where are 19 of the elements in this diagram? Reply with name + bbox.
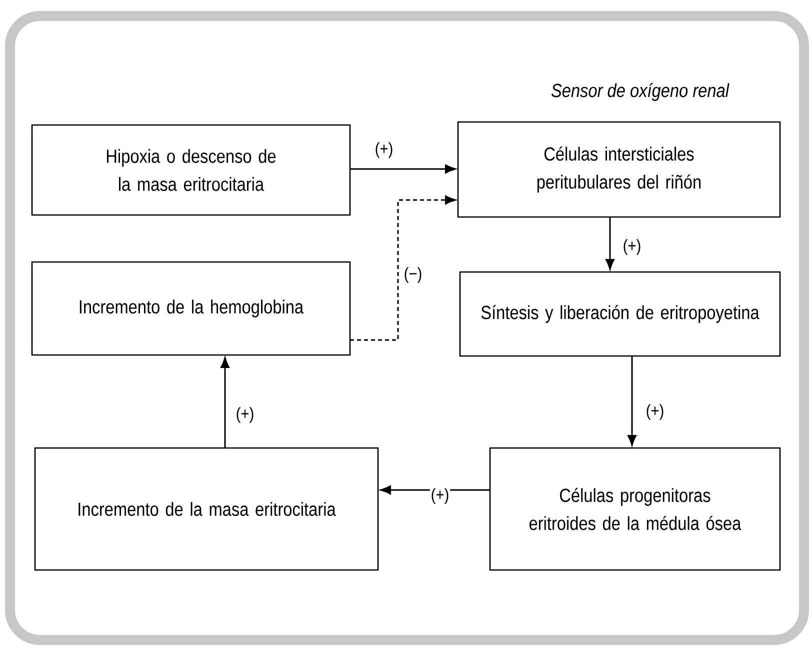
process-box: Incremento de la masa eritrocitaria — [34, 447, 379, 571]
edge-label: (+) — [430, 487, 450, 505]
process-box: Células intersticiales peritubulares del riñón — [457, 121, 781, 218]
arrow — [220, 357, 230, 448]
arrow — [350, 196, 456, 341]
process-box: Células progenitoras eritroides de la médula ósea — [489, 447, 781, 571]
process-box: Incremento de la hemoglobina — [31, 261, 351, 356]
process-box: Hipoxia o descenso de la masa eritrocitaria — [31, 124, 351, 216]
process-box: Síntesis y liberación de eritropoyetina — [459, 271, 781, 357]
edge-label: (+) — [234, 406, 256, 424]
arrow — [606, 217, 614, 270]
box-caption: Sensor de oxígeno renal — [551, 83, 730, 101]
edge-label: (−) — [402, 266, 424, 284]
edge-label: (+) — [374, 141, 394, 159]
arrow — [350, 164, 456, 174]
arrow — [628, 356, 636, 446]
edge-label: (+) — [644, 403, 666, 421]
arrow — [380, 486, 490, 494]
edge-label: (+) — [622, 238, 642, 256]
